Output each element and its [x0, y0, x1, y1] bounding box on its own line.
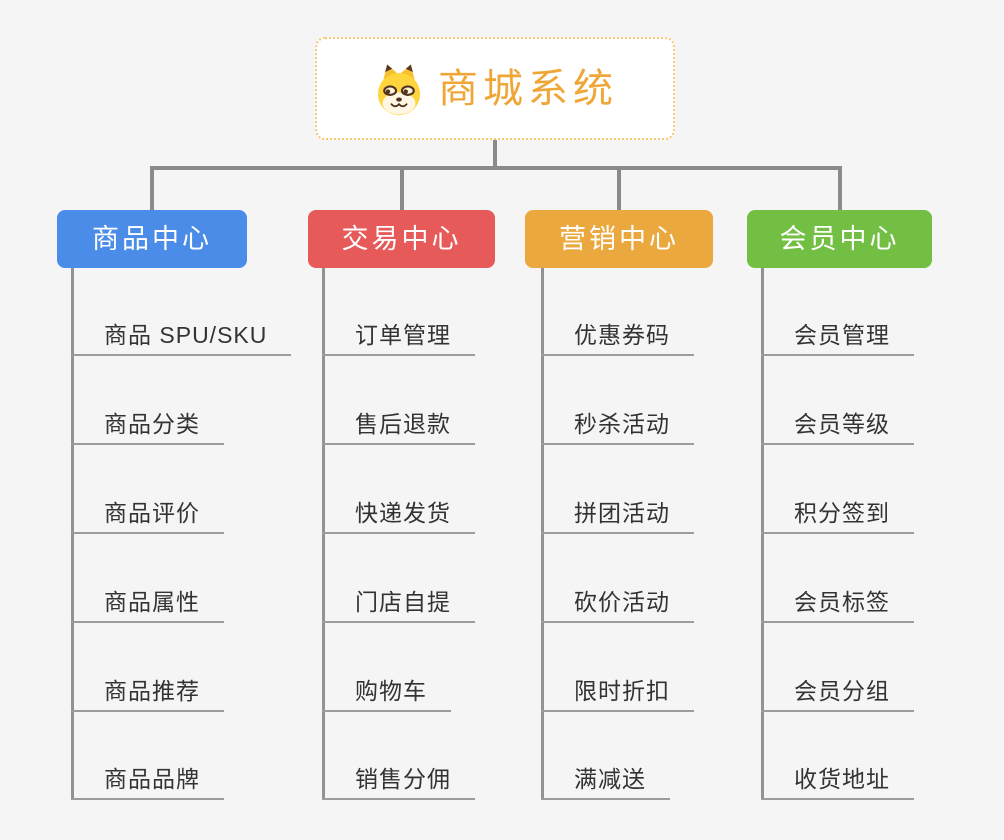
branch-node-label: 商品中心 [92, 223, 212, 254]
child-node-flash-sale[interactable]: 秒杀活动 [541, 407, 694, 445]
child-node-label: 秒杀活动 [574, 411, 670, 437]
connector-drop-marketing-center [617, 166, 621, 212]
root-node[interactable]: 商城系统 [315, 37, 675, 140]
branch-node-label: 交易中心 [341, 223, 462, 254]
connector-drop-member-center [838, 166, 842, 212]
child-node-member-group[interactable]: 会员分组 [761, 674, 914, 712]
child-node-label: 商品品牌 [104, 766, 200, 792]
child-node-label: 会员管理 [794, 322, 890, 348]
branch-node-member-center[interactable]: 会员中心 [747, 210, 932, 268]
child-node-store-pickup[interactable]: 门店自提 [322, 585, 475, 623]
connector-drop-trade-center [400, 166, 404, 212]
branch-node-label: 营销中心 [559, 223, 679, 254]
child-node-order-management[interactable]: 订单管理 [322, 318, 475, 356]
connector-spine-product-center [71, 268, 74, 800]
branch-node-product-center[interactable]: 商品中心 [57, 210, 247, 268]
connector-root-stub [493, 140, 497, 168]
child-node-label: 优惠券码 [574, 322, 670, 348]
child-node-bargain-activity[interactable]: 砍价活动 [541, 585, 694, 623]
branch-node-label: 会员中心 [779, 223, 900, 254]
child-node-label: 积分签到 [794, 500, 890, 526]
child-node-label: 砍价活动 [574, 589, 670, 615]
child-node-label: 售后退款 [355, 411, 451, 437]
connector-trunk-line [150, 166, 842, 170]
child-node-member-level[interactable]: 会员等级 [761, 407, 914, 445]
child-node-label: 限时折扣 [574, 678, 670, 704]
child-node-limited-time-discount[interactable]: 限时折扣 [541, 674, 694, 712]
child-node-product-attribute[interactable]: 商品属性 [71, 585, 224, 623]
child-node-label: 拼团活动 [574, 500, 670, 526]
child-node-label: 会员等级 [794, 411, 890, 437]
child-node-sales-commission[interactable]: 销售分佣 [322, 762, 475, 800]
connector-spine-marketing-center [541, 268, 544, 800]
child-node-label: 商品 SPU/SKU [104, 322, 268, 348]
root-node-label: 商城系统 [438, 66, 618, 111]
child-node-label: 收货地址 [794, 766, 890, 792]
dog-face-icon [377, 64, 421, 115]
child-node-full-reduction[interactable]: 满减送 [541, 762, 670, 800]
child-node-label: 门店自提 [355, 589, 451, 615]
child-node-member-management[interactable]: 会员管理 [761, 318, 914, 356]
child-node-label: 快递发货 [355, 500, 451, 526]
child-node-after-sale-refund[interactable]: 售后退款 [322, 407, 475, 445]
connector-drop-product-center [150, 166, 154, 212]
child-node-label: 订单管理 [355, 322, 451, 348]
child-node-label: 购物车 [355, 678, 427, 704]
child-node-shopping-cart[interactable]: 购物车 [322, 674, 451, 712]
child-node-shipping-address[interactable]: 收货地址 [761, 762, 914, 800]
child-node-label: 销售分佣 [355, 766, 451, 792]
child-node-product-review[interactable]: 商品评价 [71, 496, 224, 534]
child-node-points-checkin[interactable]: 积分签到 [761, 496, 914, 534]
connector-spine-trade-center [322, 268, 325, 800]
child-node-label: 商品属性 [104, 589, 200, 615]
child-node-label: 会员分组 [794, 678, 890, 704]
child-node-group-buy[interactable]: 拼团活动 [541, 496, 694, 534]
child-node-product-spu-sku[interactable]: 商品 SPU/SKU [71, 318, 292, 356]
child-node-label: 会员标签 [794, 589, 890, 615]
branch-node-trade-center[interactable]: 交易中心 [308, 210, 495, 268]
child-node-label: 满减送 [574, 766, 646, 792]
child-node-label: 商品评价 [104, 500, 200, 526]
child-node-member-tag[interactable]: 会员标签 [761, 585, 914, 623]
child-node-label: 商品推荐 [104, 678, 200, 704]
connector-spine-member-center [761, 268, 764, 800]
child-node-product-brand[interactable]: 商品品牌 [71, 762, 224, 800]
child-node-label: 商品分类 [104, 411, 200, 437]
child-node-coupon-code[interactable]: 优惠券码 [541, 318, 694, 356]
child-node-product-recommend[interactable]: 商品推荐 [71, 674, 224, 712]
child-node-product-category[interactable]: 商品分类 [71, 407, 224, 445]
branch-node-marketing-center[interactable]: 营销中心 [525, 210, 713, 268]
child-node-express-delivery[interactable]: 快递发货 [322, 496, 475, 534]
